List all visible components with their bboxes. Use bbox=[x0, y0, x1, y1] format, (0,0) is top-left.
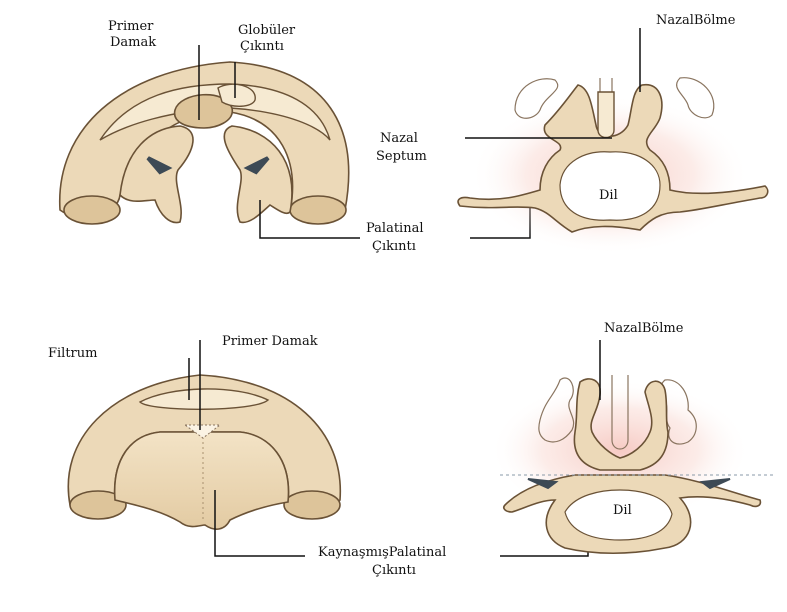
label-top-globuler-line1: Globüler bbox=[238, 23, 296, 38]
label-top-globuler-line2: Çıkıntı bbox=[240, 39, 284, 54]
bottom-left-fused-palate bbox=[115, 432, 289, 529]
top-right-septum bbox=[598, 92, 614, 138]
label-bottom-primer: Primer Damak bbox=[222, 334, 318, 349]
label-top-palatinal-line2: Çıkıntı bbox=[372, 239, 416, 254]
bottom-right-section-illustration bbox=[490, 375, 775, 553]
label-top-palatinal-line1: Palatinal bbox=[366, 221, 423, 236]
label-bottom-nazal-bolme: NazalBölme bbox=[604, 321, 684, 336]
bottom-left-palate-illustration bbox=[68, 375, 340, 529]
top-left-arch-end-right bbox=[290, 196, 346, 224]
label-bottom-filtrum: Filtrum bbox=[48, 346, 97, 361]
label-top-primer-line1: Primer bbox=[108, 19, 154, 34]
top-right-section-illustration bbox=[458, 78, 768, 255]
top-left-palate-illustration bbox=[60, 62, 349, 224]
label-bottom-dil: Dil bbox=[613, 503, 632, 518]
top-left-arch-end-left bbox=[64, 196, 120, 224]
label-top-nazal-septum-line1: Nazal bbox=[380, 131, 418, 146]
top-right-tongue bbox=[560, 152, 660, 220]
bottom-left-arch-end-right bbox=[284, 491, 340, 519]
label-top-nazal-septum-line2: Septum bbox=[376, 149, 427, 164]
label-top-nazal-bolme: NazalBölme bbox=[656, 13, 736, 28]
label-top-primer-line2: Damak bbox=[110, 35, 156, 50]
label-bottom-kaynasmis-line1: KaynaşmışPalatinal bbox=[318, 545, 446, 560]
label-top-dil: Dil bbox=[599, 188, 618, 203]
label-bottom-kaynasmis-line2: Çıkıntı bbox=[372, 563, 416, 578]
